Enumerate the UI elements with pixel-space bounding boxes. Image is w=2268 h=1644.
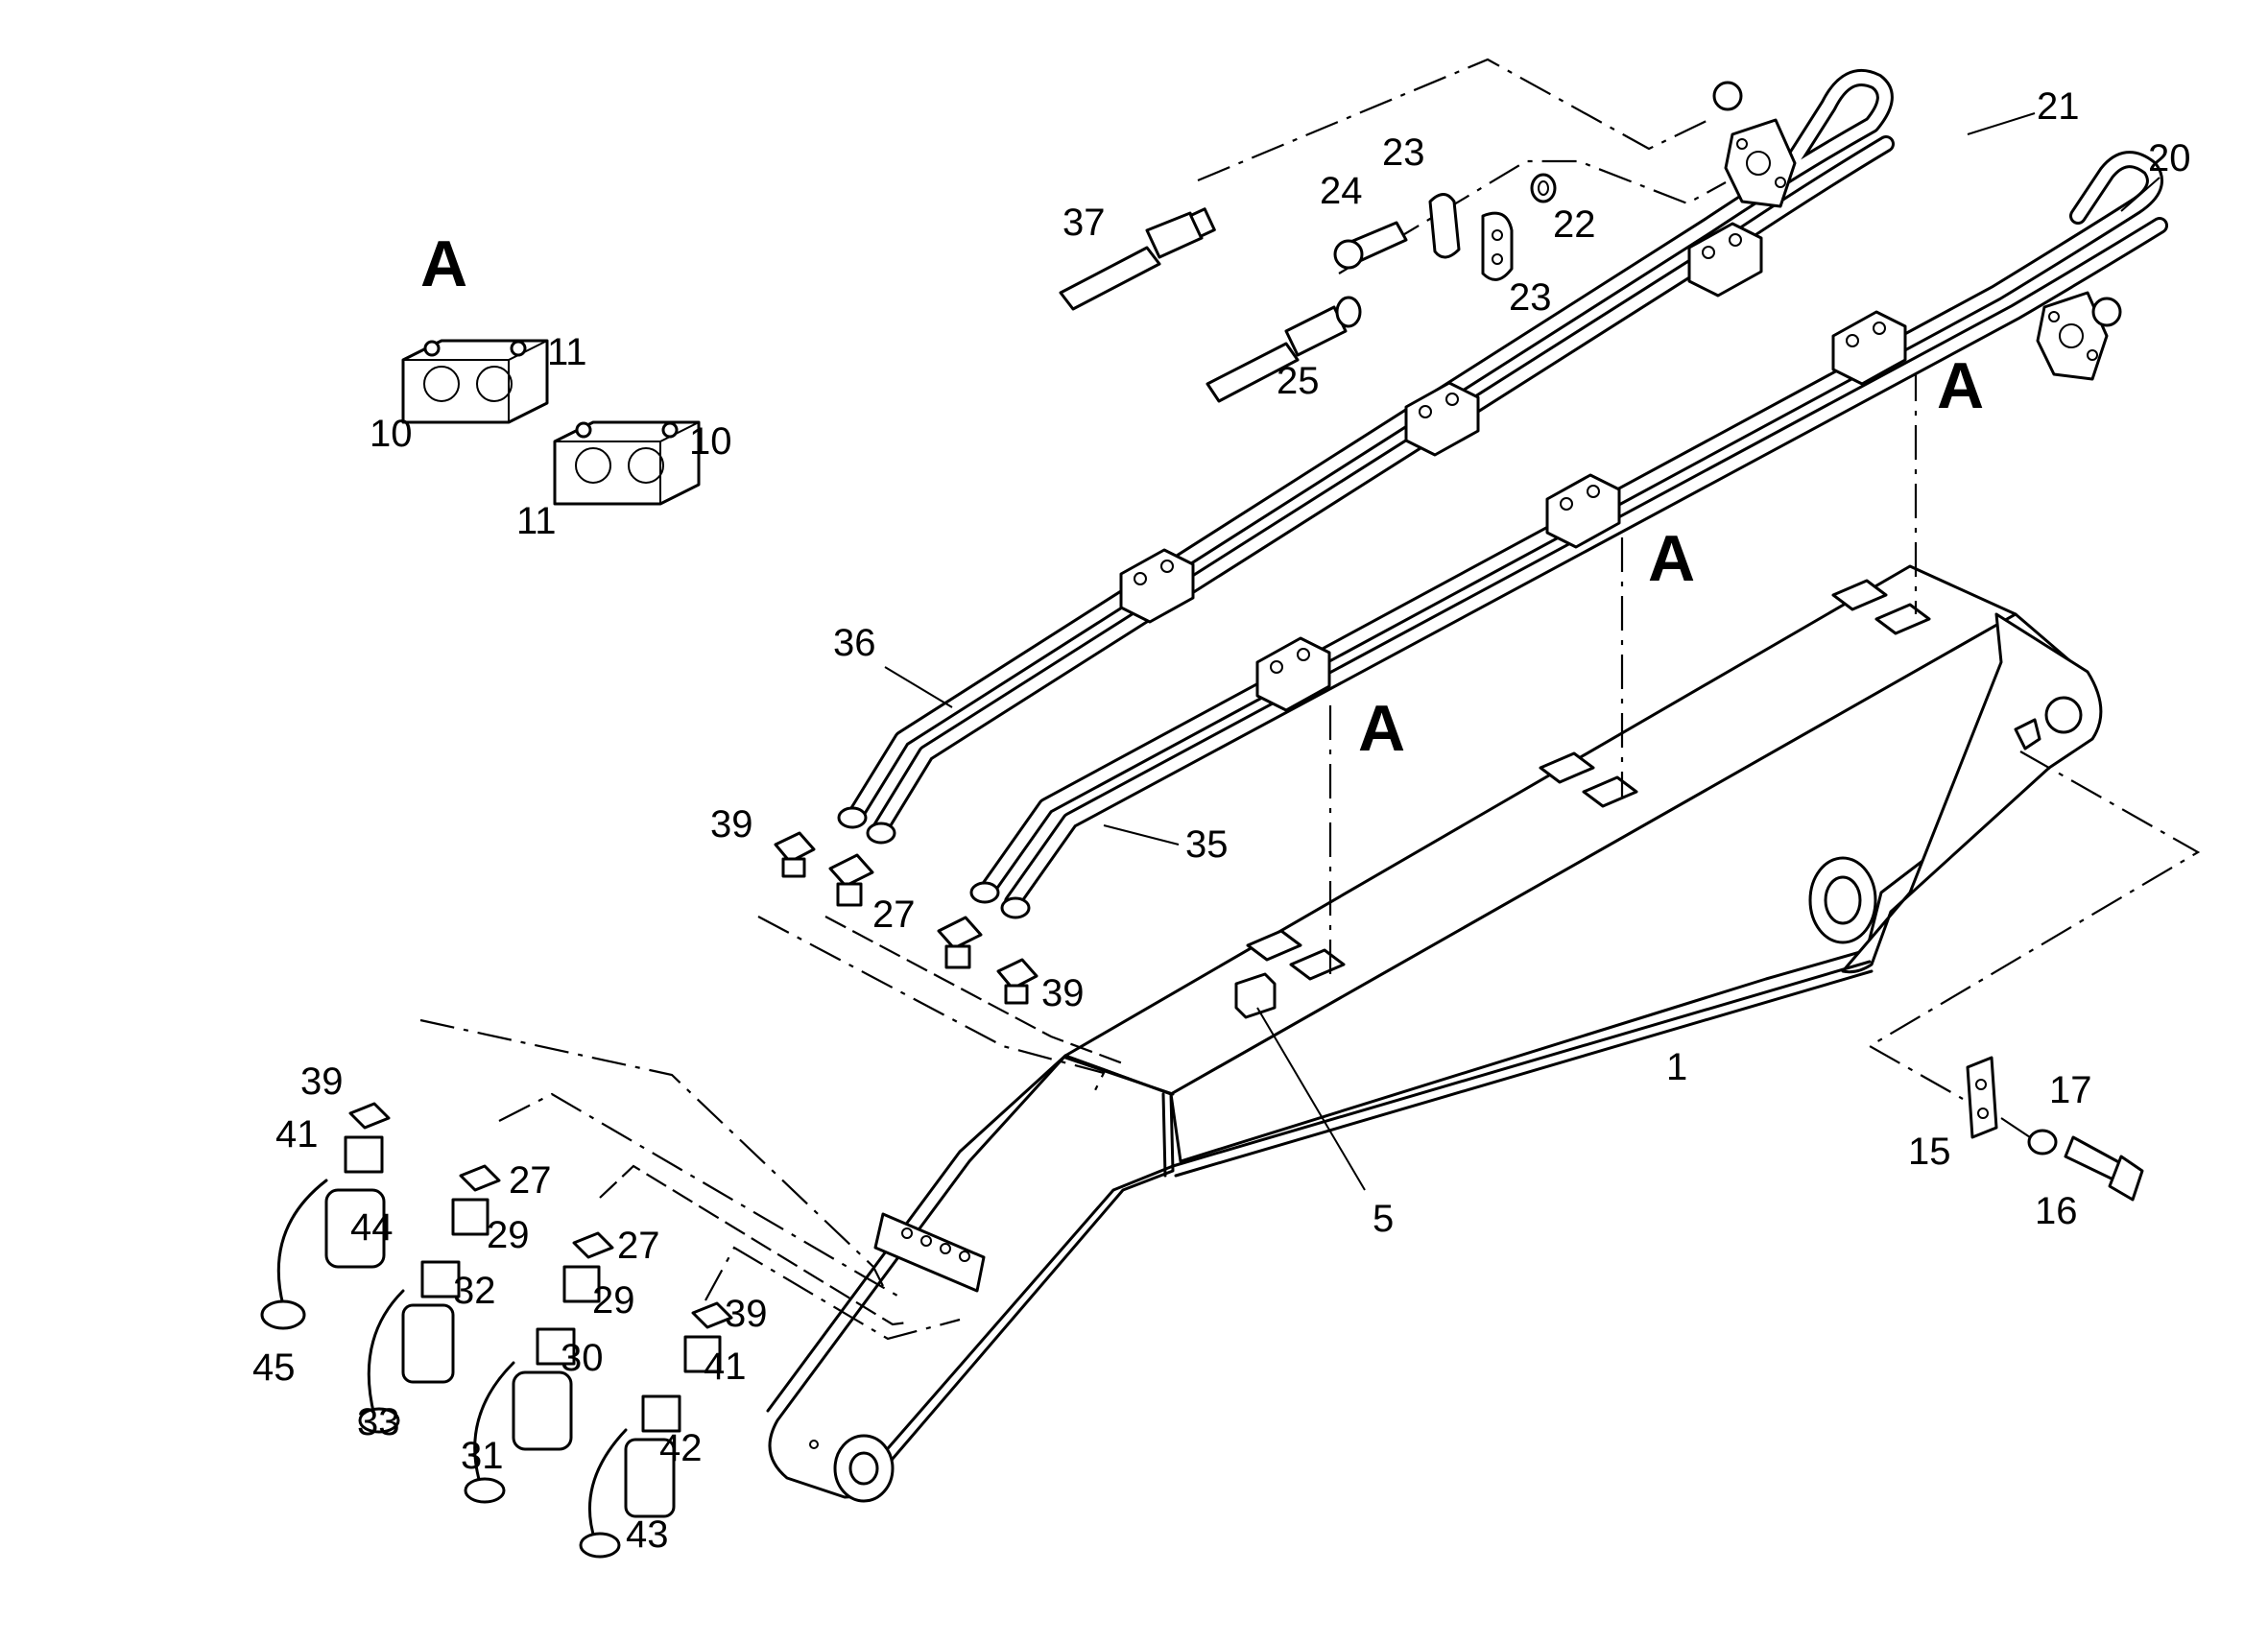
callout-39: 39	[710, 803, 753, 846]
view-marker-a: A	[1648, 522, 1695, 595]
boom-clamp-blocks	[1246, 579, 1931, 981]
pipe-35	[980, 151, 2168, 911]
callout-41: 41	[275, 1113, 319, 1156]
view-marker-a: A	[1937, 349, 1984, 422]
callout-1: 1	[1666, 1046, 1687, 1088]
callout-39: 39	[1041, 972, 1085, 1014]
callout-35: 35	[1185, 823, 1229, 866]
flange-21	[1712, 81, 1797, 208]
callout-10: 10	[689, 420, 732, 463]
view-marker-a: A	[1358, 692, 1405, 765]
callout-21: 21	[2037, 85, 2080, 128]
callout-labels: 1510111011151617202122232324252727272929…	[252, 85, 2191, 1556]
callout-45: 45	[252, 1346, 296, 1389]
callout-17: 17	[2049, 1069, 2092, 1111]
detail-a-clamps	[401, 339, 701, 506]
callout-31: 31	[461, 1435, 504, 1477]
callout-39: 39	[725, 1293, 768, 1335]
callout-27: 27	[872, 893, 916, 936]
part-5-block	[1234, 972, 1277, 1019]
callout-27: 27	[617, 1225, 660, 1267]
callout-43: 43	[626, 1513, 669, 1556]
callout-16: 16	[2035, 1190, 2078, 1232]
callout-10: 10	[370, 413, 413, 455]
callout-23: 23	[1382, 131, 1425, 174]
callout-24: 24	[1320, 170, 1363, 212]
pipe-end-fittings	[837, 806, 1031, 919]
callout-41: 41	[704, 1346, 747, 1388]
view-markers: A A A A	[420, 227, 1984, 765]
callout-32: 32	[453, 1270, 496, 1312]
callout-25: 25	[1277, 360, 1320, 402]
parts-15-16-17	[1966, 1056, 2144, 1202]
callout-42: 42	[659, 1427, 703, 1469]
callout-33: 33	[357, 1401, 400, 1443]
projection-lines	[419, 58, 2201, 1341]
parts-22-25-37	[1059, 173, 1557, 403]
view-marker-a: A	[420, 227, 467, 300]
callout-15: 15	[1908, 1131, 1951, 1173]
callout-11: 11	[547, 331, 587, 373]
leader-lines	[884, 112, 2161, 846]
pipe-clamps	[1119, 222, 1907, 712]
callout-29: 29	[487, 1214, 530, 1256]
boom-body	[766, 564, 2103, 1503]
quick-couplings	[260, 1102, 733, 1559]
callout-44: 44	[350, 1206, 394, 1249]
callout-11: 11	[516, 500, 557, 542]
callout-37: 37	[1062, 202, 1106, 244]
callout-30: 30	[561, 1337, 604, 1379]
callout-20: 20	[2148, 137, 2191, 179]
upper-fittings	[774, 831, 1039, 1005]
callout-22: 22	[1553, 203, 1596, 246]
callout-5: 5	[1373, 1198, 1394, 1240]
callout-39: 39	[300, 1060, 344, 1103]
callout-23: 23	[1509, 276, 1552, 319]
flange-20	[2036, 291, 2122, 381]
callout-36: 36	[833, 622, 876, 664]
callout-27: 27	[509, 1159, 552, 1202]
callout-29: 29	[592, 1279, 635, 1322]
